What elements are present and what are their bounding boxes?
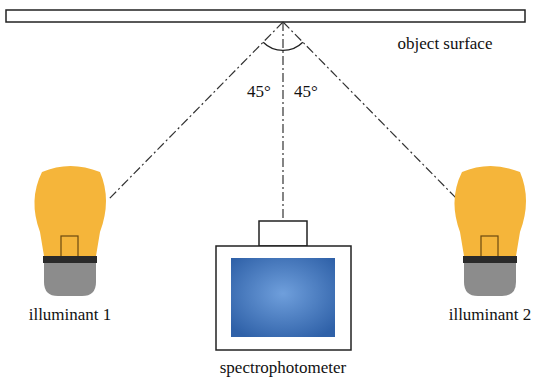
angle-label: 45° [247, 82, 271, 102]
spectrophotometer-device [216, 221, 351, 350]
angle-arc [263, 42, 303, 50]
light-bulb [34, 166, 106, 296]
object-surface-bar [6, 10, 525, 22]
illuminant-label: illuminant 1 [29, 305, 112, 325]
view-axis [282, 22, 283, 219]
surface-label: object surface [398, 34, 493, 54]
light-ray [108, 22, 283, 200]
angle-label: 45° [294, 82, 318, 102]
illuminant-label: illuminant 2 [449, 305, 532, 325]
light-bulb [454, 166, 526, 296]
device-label: spectrophotometer [220, 358, 347, 378]
